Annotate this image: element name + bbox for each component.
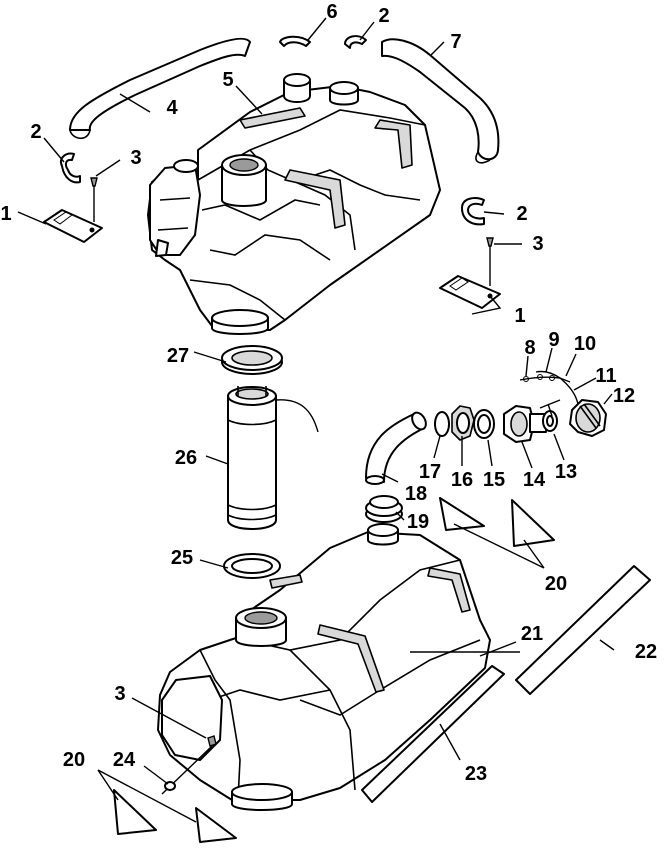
bracket-1-left xyxy=(43,209,103,243)
upper-fuel-tank xyxy=(147,73,441,335)
pad-22 xyxy=(515,565,651,695)
leader-lines xyxy=(17,17,615,823)
lock-ring-27 xyxy=(221,345,283,375)
callout-3: 3 xyxy=(130,147,141,169)
clip-2-top xyxy=(344,35,367,49)
callout-17: 17 xyxy=(419,461,441,483)
callout-25: 25 xyxy=(171,547,193,569)
fuel-pump-26 xyxy=(227,386,319,530)
callout-5: 5 xyxy=(222,69,233,91)
fitting-14 xyxy=(503,405,547,443)
callout-12: 12 xyxy=(613,385,635,407)
clip-6 xyxy=(279,35,311,47)
callout-18: 18 xyxy=(405,483,427,505)
callout-2: 2 xyxy=(378,5,389,27)
callout-2: 2 xyxy=(30,121,41,143)
callout-20: 20 xyxy=(63,749,85,771)
o-ring-13 xyxy=(542,410,558,432)
clip-2-left xyxy=(60,152,81,184)
callout-27: 27 xyxy=(167,345,189,367)
callout-24: 24 xyxy=(113,749,136,771)
callout-8: 8 xyxy=(524,337,535,359)
callout-4: 4 xyxy=(166,97,178,119)
callout-6: 6 xyxy=(326,1,337,23)
pad-20-lower-left xyxy=(113,789,157,835)
callout-16: 16 xyxy=(451,469,473,491)
pad-20-lower-right xyxy=(195,807,237,843)
hose-18 xyxy=(365,411,427,485)
callout-2: 2 xyxy=(516,203,527,225)
callout-26: 26 xyxy=(175,447,197,469)
pad-23 xyxy=(361,665,505,803)
callout-3: 3 xyxy=(114,683,125,705)
callout-11: 11 xyxy=(595,365,616,387)
washer-15 xyxy=(473,409,495,439)
cap-12 xyxy=(569,399,607,437)
tether-chain-8-9-10 xyxy=(519,370,579,405)
callout-20: 20 xyxy=(545,573,567,595)
callout-19: 19 xyxy=(407,511,429,533)
callout-labels: 1 1 2 2 2 3 3 3 4 5 6 7 8 9 10 11 12 13 … xyxy=(0,1,657,785)
callout-1: 1 xyxy=(514,305,525,327)
callout-7: 7 xyxy=(450,31,461,53)
callout-13: 13 xyxy=(555,461,577,483)
callout-22: 22 xyxy=(635,641,657,663)
callout-21: 21 xyxy=(521,623,543,645)
screw-3-right xyxy=(486,237,494,286)
callout-1: 1 xyxy=(0,203,11,225)
callout-14: 14 xyxy=(523,469,546,491)
pad-20-upper-left xyxy=(439,497,485,531)
callout-9: 9 xyxy=(548,329,559,351)
strap-7 xyxy=(381,38,500,164)
o-ring-17 xyxy=(434,411,450,437)
bracket-1-right xyxy=(439,275,501,309)
rollover-valve-19 xyxy=(365,495,403,523)
callout-15: 15 xyxy=(483,469,505,491)
gasket-25 xyxy=(223,553,281,579)
strap-4 xyxy=(69,37,251,140)
pad-20-upper-right xyxy=(511,499,555,547)
callout-10: 10 xyxy=(574,333,596,355)
clip-2-right xyxy=(461,197,485,226)
bracket-11 xyxy=(539,399,561,417)
lower-fuel-tank xyxy=(157,523,491,811)
callout-23: 23 xyxy=(465,763,487,785)
nut-16 xyxy=(451,405,475,441)
screw-3-left xyxy=(90,177,98,222)
callout-3: 3 xyxy=(532,233,543,255)
